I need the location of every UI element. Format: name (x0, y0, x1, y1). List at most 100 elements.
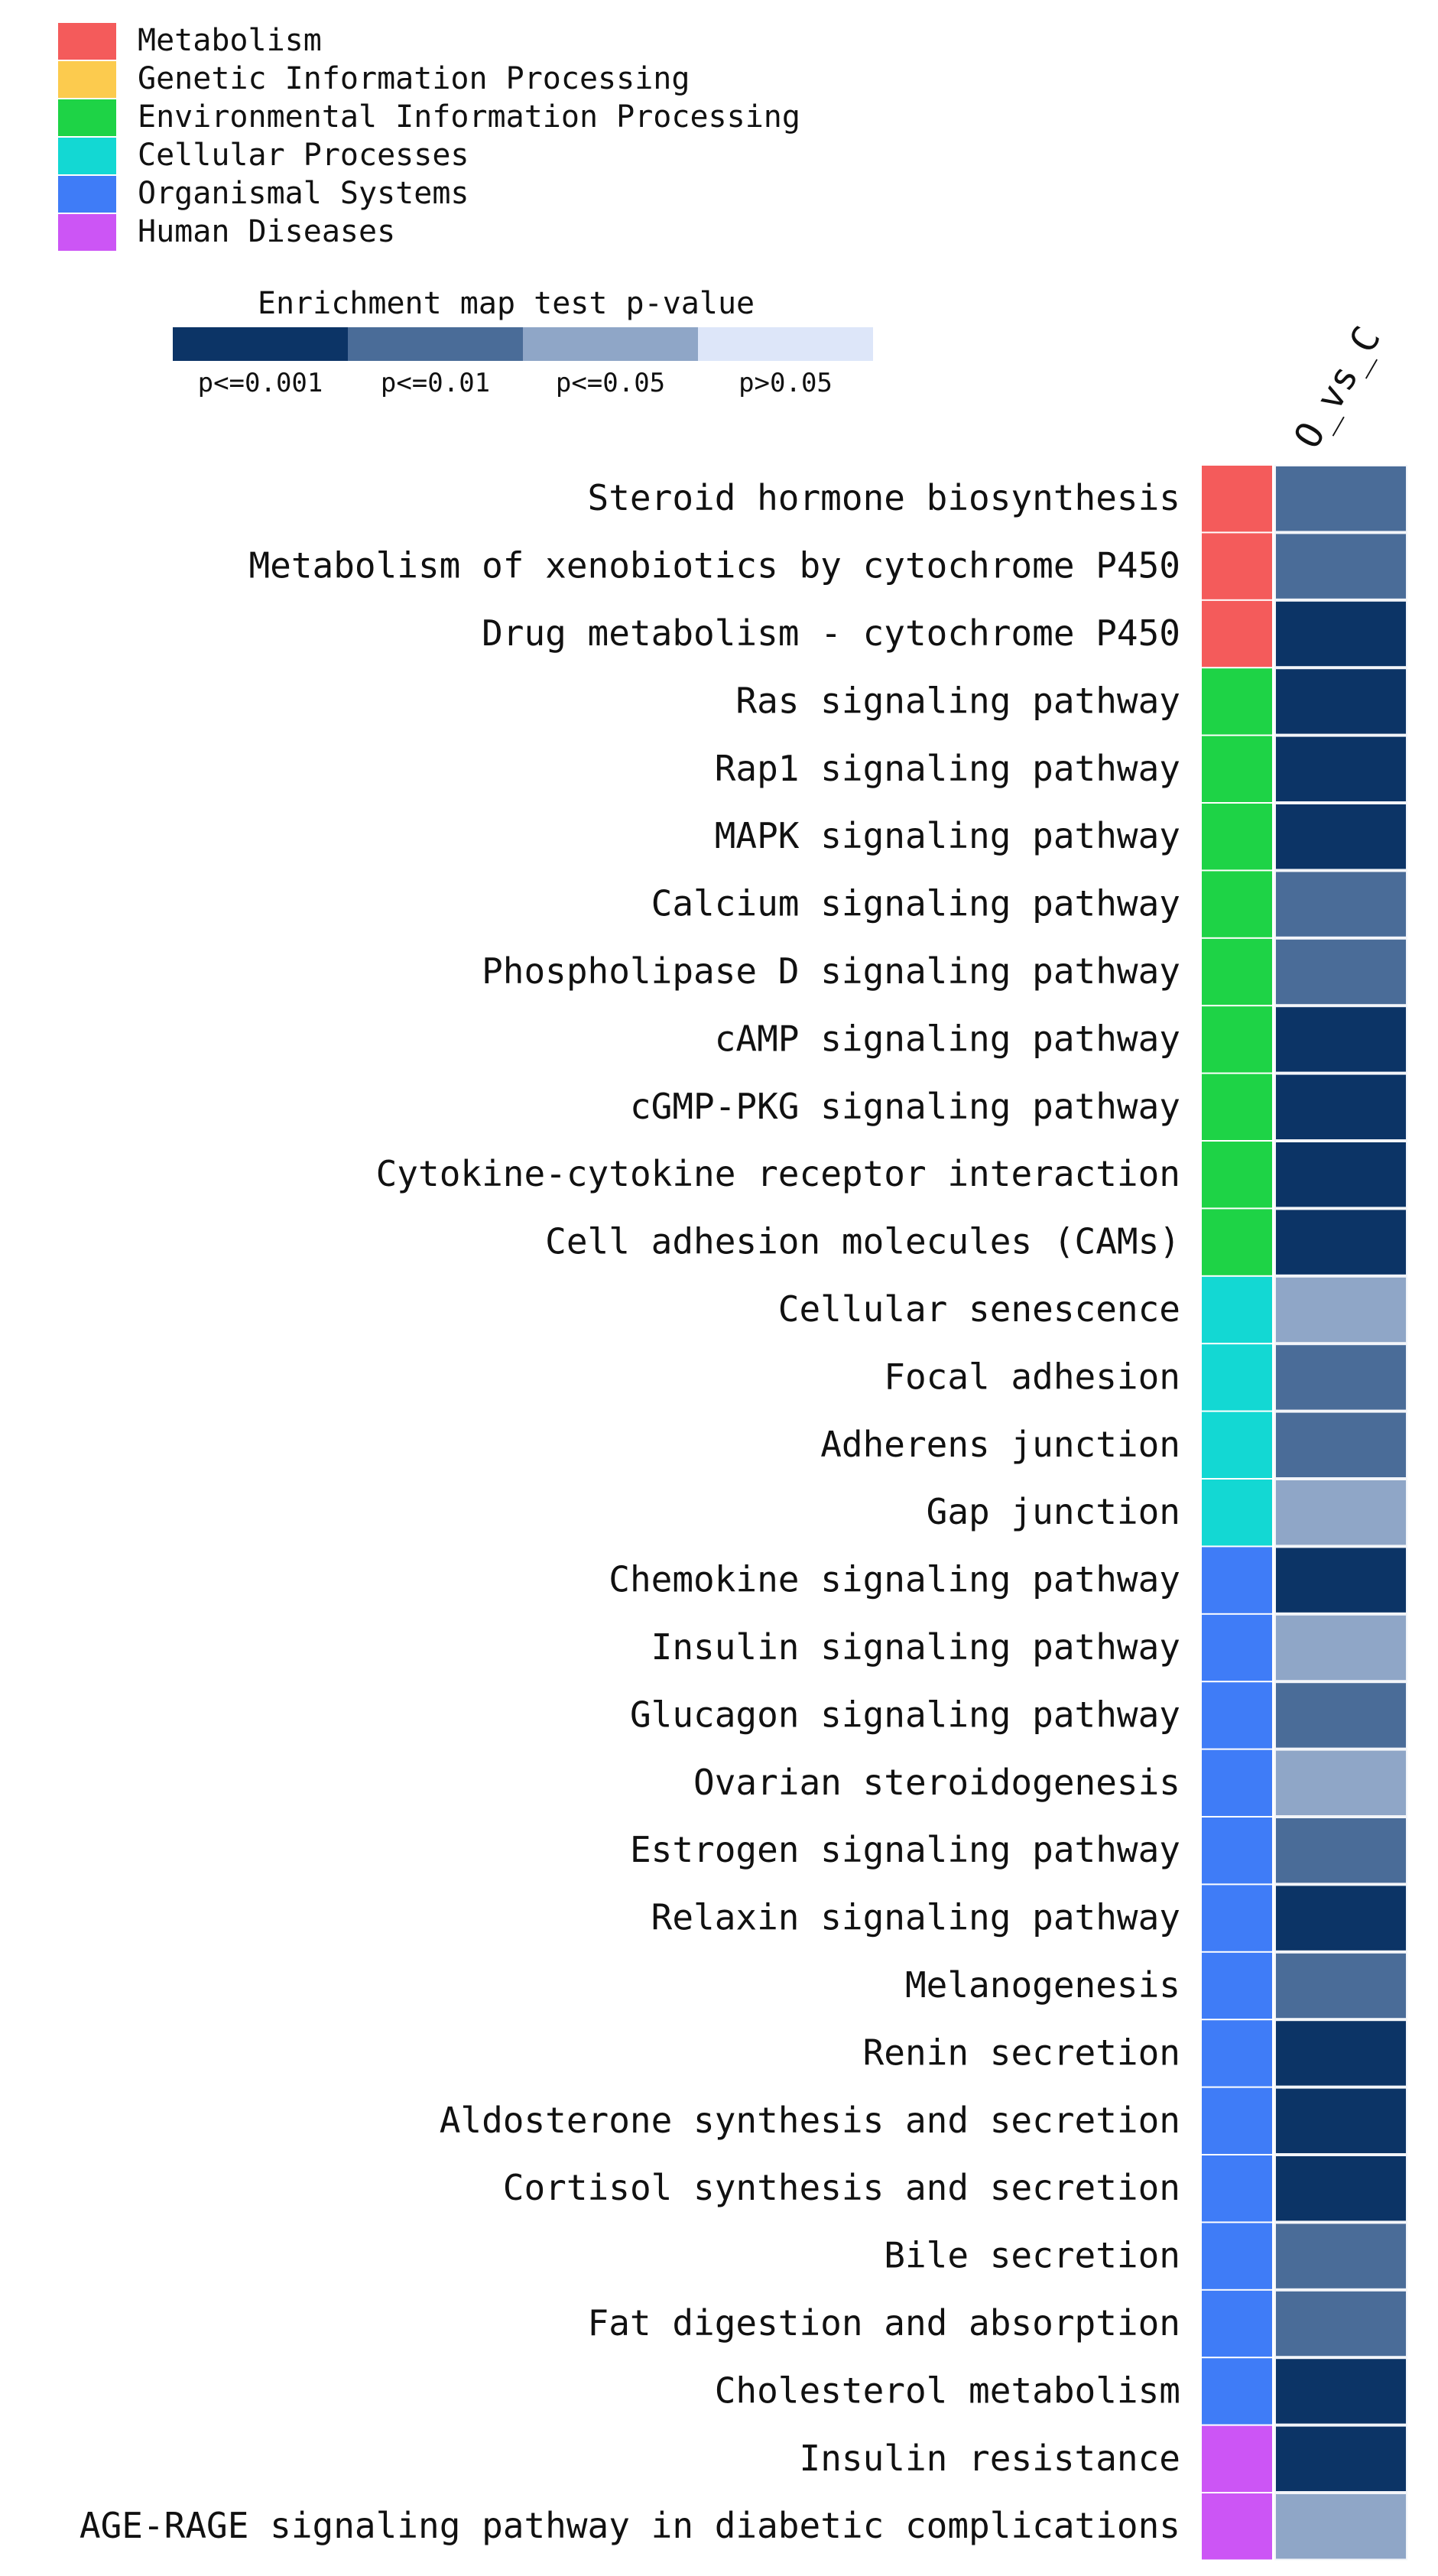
category-strip-cell (1202, 466, 1272, 532)
category-strip-cell (1202, 2290, 1272, 2357)
row-label: cGMP-PKG signaling pathway (630, 1086, 1180, 1127)
row-label: Cytokine-cytokine receptor interaction (376, 1153, 1180, 1194)
category-strip-cell (1202, 1682, 1272, 1749)
row-label: Bile secretion (884, 2235, 1180, 2276)
heatmap-cell (1274, 1817, 1407, 1885)
category-strip-cell (1202, 1885, 1272, 1951)
heatmap-cell (1274, 1613, 1407, 1682)
heatmap-cell (1274, 1681, 1407, 1749)
category-strip-cell (1202, 2020, 1272, 2087)
row-label: AGE-RAGE signaling pathway in diabetic c… (80, 2505, 1180, 2546)
category-strip-cell (1202, 2087, 1272, 2154)
category-strip-cell (1202, 938, 1272, 1005)
row-label: Aldosterone synthesis and secretion (440, 2100, 1180, 2141)
heatmap-cell (1274, 2155, 1407, 2223)
category-strip-cell (1202, 871, 1272, 937)
row-label: Rap1 signaling pathway (715, 748, 1180, 789)
row-label: Estrogen signaling pathway (630, 1829, 1180, 1870)
heatmap-cell (1274, 532, 1407, 600)
heatmap-cell (1274, 1343, 1407, 1411)
row-label: Melanogenesis (905, 1964, 1180, 2006)
heatmap-cell (1274, 937, 1407, 1006)
row-label: Insulin resistance (800, 2438, 1181, 2479)
category-swatch-cellular-processes (58, 138, 116, 174)
category-strip-cell (1202, 2155, 1272, 2222)
pvalue-bin-label-1: p<=0.001 (198, 368, 323, 398)
category-strip-cell (1202, 1006, 1272, 1073)
category-label-human-diseases: Human Diseases (138, 214, 395, 249)
heatmap-cell (1274, 2425, 1407, 2493)
category-swatch-metabolism (58, 23, 116, 60)
heatmap-cell (1274, 870, 1407, 938)
row-label: Phospholipase D signaling pathway (482, 950, 1180, 992)
category-strip-cell (1202, 2358, 1272, 2425)
row-label: Ovarian steroidogenesis (693, 1762, 1180, 1803)
pvalue-bin-label-4: p>0.05 (738, 368, 833, 398)
row-label: Calcium signaling pathway (651, 883, 1180, 924)
row-label: Insulin signaling pathway (651, 1626, 1180, 1668)
category-swatch-environmental-information-processing (58, 99, 116, 136)
heatmap-cell (1274, 599, 1407, 668)
row-label: Adherens junction (820, 1424, 1180, 1465)
heatmap-cell (1274, 1208, 1407, 1276)
row-label: Cell adhesion molecules (CAMs) (545, 1221, 1180, 1262)
pvalue-bin-swatch-2 (348, 327, 523, 361)
row-label: Steroid hormone biosynthesis (588, 477, 1180, 518)
row-label: Focal adhesion (884, 1356, 1180, 1397)
row-label: Metabolism of xenobiotics by cytochrome … (248, 545, 1180, 586)
row-label: Chemokine signaling pathway (609, 1559, 1180, 1600)
category-label-cellular-processes: Cellular Processes (138, 138, 469, 173)
pvalue-bin-label-2: p<=0.01 (381, 368, 490, 398)
row-label: cAMP signaling pathway (715, 1018, 1180, 1059)
row-label: Relaxin signaling pathway (651, 1897, 1180, 1938)
category-strip-cell (1202, 804, 1272, 870)
category-label-genetic-information-processing: Genetic Information Processing (138, 61, 690, 96)
row-label: Renin secretion (863, 2032, 1180, 2073)
category-strip-cell (1202, 1074, 1272, 1140)
category-strip-cell (1202, 1276, 1272, 1343)
row-label: Drug metabolism - cytochrome P450 (482, 612, 1180, 654)
row-label: MAPK signaling pathway (715, 815, 1180, 856)
heatmap-cell (1274, 803, 1407, 871)
category-strip-cell (1202, 2223, 1272, 2289)
heatmap-cell (1274, 1073, 1407, 1141)
category-strip-cell (1202, 2425, 1272, 2492)
category-strip-cell (1202, 1614, 1272, 1681)
category-swatch-genetic-information-processing (58, 61, 116, 98)
heatmap-cell (1274, 1411, 1407, 1479)
category-label-metabolism: Metabolism (138, 23, 322, 58)
heatmap-cell (1274, 1884, 1407, 1952)
row-label: Cortisol synthesis and secretion (503, 2167, 1180, 2208)
heatmap-cell (1274, 1749, 1407, 1817)
heatmap-cell (1274, 668, 1407, 736)
heatmap-cell (1274, 1275, 1407, 1344)
heatmap-cell (1274, 1546, 1407, 1614)
heatmap-cell (1274, 2289, 1407, 2358)
row-label: Glucagon signaling pathway (630, 1694, 1180, 1735)
category-strip-cell (1202, 1480, 1272, 1546)
pvalue-bin-swatch-3 (523, 327, 698, 361)
category-strip-cell (1202, 1547, 1272, 1613)
category-strip-cell (1202, 1749, 1272, 1816)
category-strip-cell (1202, 1817, 1272, 1884)
heatmap-cell (1274, 465, 1407, 533)
heatmap-cells (1274, 465, 1407, 2561)
heatmap-cell (1274, 2493, 1407, 2561)
category-strip-cell (1202, 1344, 1272, 1411)
category-label-organismal-systems: Organismal Systems (138, 176, 469, 211)
heatmap-cell (1274, 2019, 1407, 2087)
heatmap-cell (1274, 2087, 1407, 2155)
category-strip-cell (1202, 1952, 1272, 2019)
category-swatch-organismal-systems (58, 176, 116, 213)
category-strip-cell (1202, 1411, 1272, 1478)
row-label: Fat digestion and absorption (588, 2302, 1180, 2344)
pvalue-bin-label-3: p<=0.05 (556, 368, 665, 398)
row-label: Gap junction (927, 1491, 1180, 1532)
category-swatch-human-diseases (58, 214, 116, 251)
category-strip-cell (1202, 2493, 1272, 2560)
heatmap-cell (1274, 1005, 1407, 1074)
heatmap-cell (1274, 2357, 1407, 2425)
